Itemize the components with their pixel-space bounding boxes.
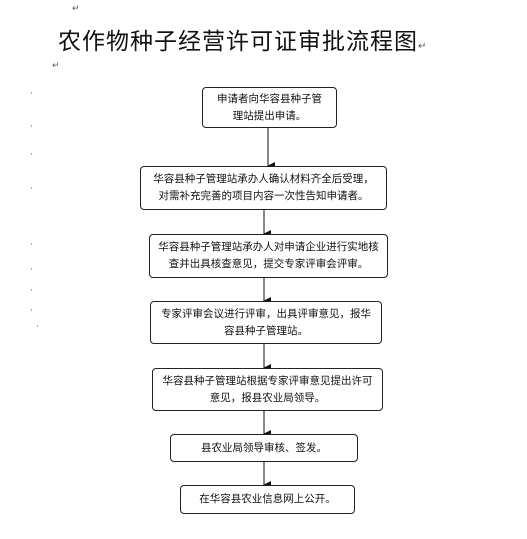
- paragraph-mark: ↵: [52, 61, 60, 71]
- margin-mark: ·: [30, 286, 33, 296]
- flow-step-text: 在华容县农业信息网上公开。: [199, 493, 336, 505]
- margin-mark: ·: [30, 184, 33, 194]
- title-text: 农作物种子经营许可证审批流程图: [58, 29, 418, 55]
- margin-mark: ·: [30, 306, 33, 316]
- flow-step-text: 县农业局领导审核、签发。: [201, 441, 327, 454]
- flow-step-publish: 在华容县农业信息网上公开。: [180, 485, 355, 514]
- page-title: 农作物种子经营许可证审批流程图↵: [58, 22, 458, 56]
- margin-mark: ·: [30, 150, 33, 160]
- flow-step-text: 华容县种子管理站承办人对申请企业进行实地核查并出具核查意见，提交专家评审会评审。: [158, 241, 379, 270]
- flow-step-text: 华容县种子管理站根据专家评审意见提出许可意见，报县农业局领导。: [162, 374, 373, 404]
- paragraph-mark: ↵: [72, 4, 80, 14]
- flow-step-licensing-opinion: 华容县种子管理站根据专家评审意见提出许可意见，报县农业局领导。: [152, 368, 383, 411]
- margin-mark: ·: [36, 322, 39, 332]
- flow-step-text: 华容县种子管理站承办人确认材料齐全后受理，对需补充完善的项目内容一次性告知申请者…: [153, 173, 374, 202]
- title-paragraph-mark: ↵: [418, 41, 428, 52]
- margin-mark: ·: [30, 89, 33, 99]
- flow-step-inspect: 华容县种子管理站承办人对申请企业进行实地核查并出具核查意见，提交专家评审会评审。: [149, 234, 388, 278]
- margin-mark: ·: [30, 240, 33, 250]
- flow-step-apply: 申请者向华容县种子管理站提出申请。: [202, 87, 337, 128]
- margin-mark: ·: [30, 265, 33, 275]
- flow-step-approve: 县农业局领导审核、签发。: [170, 434, 358, 462]
- flow-step-expert-review: 专家评审会议进行评审，出具评审意见，报华容县种子管理站。: [150, 301, 382, 344]
- margin-mark: ·: [30, 122, 33, 132]
- flow-step-text: 专家评审会议进行评审，出具评审意见，报华容县种子管理站。: [161, 307, 371, 337]
- flow-step-text: 申请者向华容县种子管理站提出申请。: [217, 92, 322, 122]
- flow-step-accept: 华容县种子管理站承办人确认材料齐全后受理，对需补充完善的项目内容一次性告知申请者…: [140, 166, 387, 210]
